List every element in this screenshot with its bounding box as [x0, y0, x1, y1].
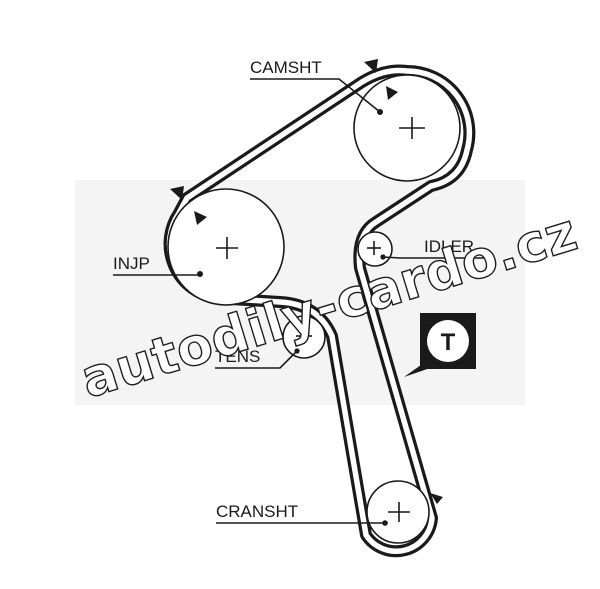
camshaft-label-group: CAMSHT — [250, 58, 381, 113]
idler-label-group: IDLER — [382, 237, 485, 259]
crankshaft-label-group: CRANSHT — [216, 502, 385, 524]
tensioner-label-group: TENS — [215, 347, 298, 369]
tensioner-t-letter: T — [441, 329, 456, 356]
injection-pump-pulley — [167, 188, 285, 306]
rotation-arrow-icon — [170, 186, 207, 225]
crankshaft-label: CRANSHT — [216, 502, 298, 521]
camshaft-label: CAMSHT — [250, 58, 322, 77]
tensioner-pulley — [282, 315, 326, 359]
rotation-arrow-icon — [364, 59, 398, 100]
idler-label: IDLER — [424, 237, 474, 256]
crankshaft-pulley — [366, 480, 430, 544]
tensioner-t-badge-icon: T — [404, 313, 476, 377]
injection-pump-label-group: INJP — [113, 254, 200, 276]
rotation-arrow-icon — [430, 493, 443, 504]
camshaft-pulley — [353, 74, 461, 182]
injection-pump-label: INJP — [113, 254, 150, 273]
tensioner-label: TENS — [215, 347, 260, 366]
